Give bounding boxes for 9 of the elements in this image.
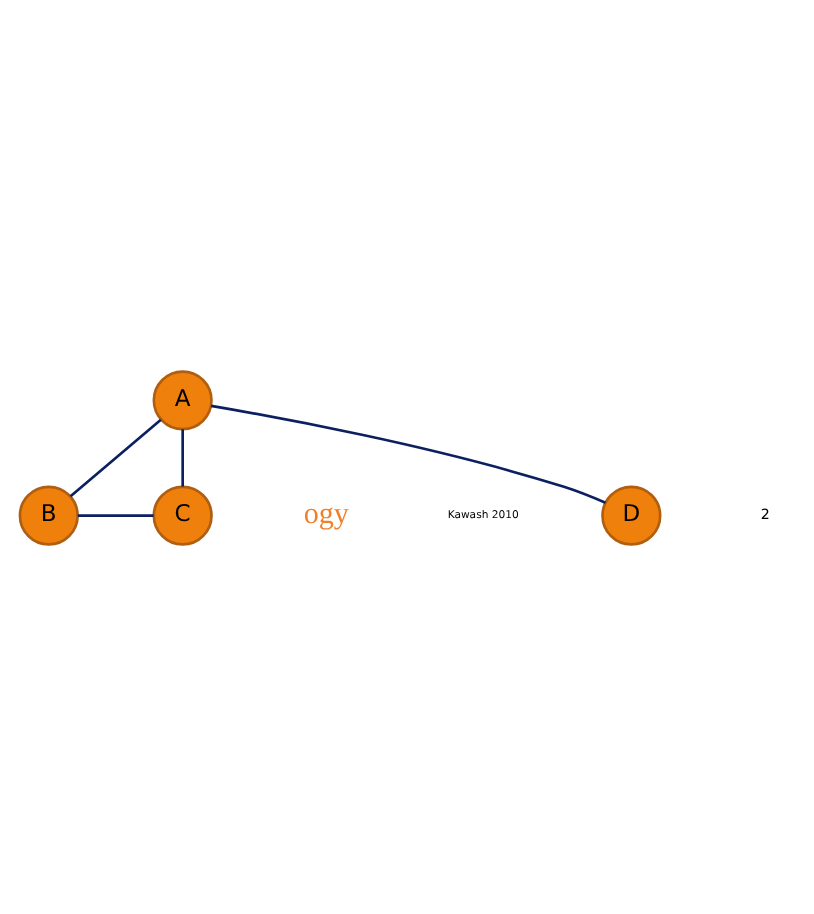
node-circle: C — [152, 484, 213, 545]
label: ogy — [303, 498, 349, 531]
node-circle: D — [601, 484, 662, 545]
connector — [210, 403, 606, 504]
connector — [181, 428, 184, 486]
connector — [77, 513, 154, 516]
connector — [69, 417, 162, 497]
node-circle: A — [152, 369, 213, 430]
node-circle: B — [18, 484, 79, 545]
